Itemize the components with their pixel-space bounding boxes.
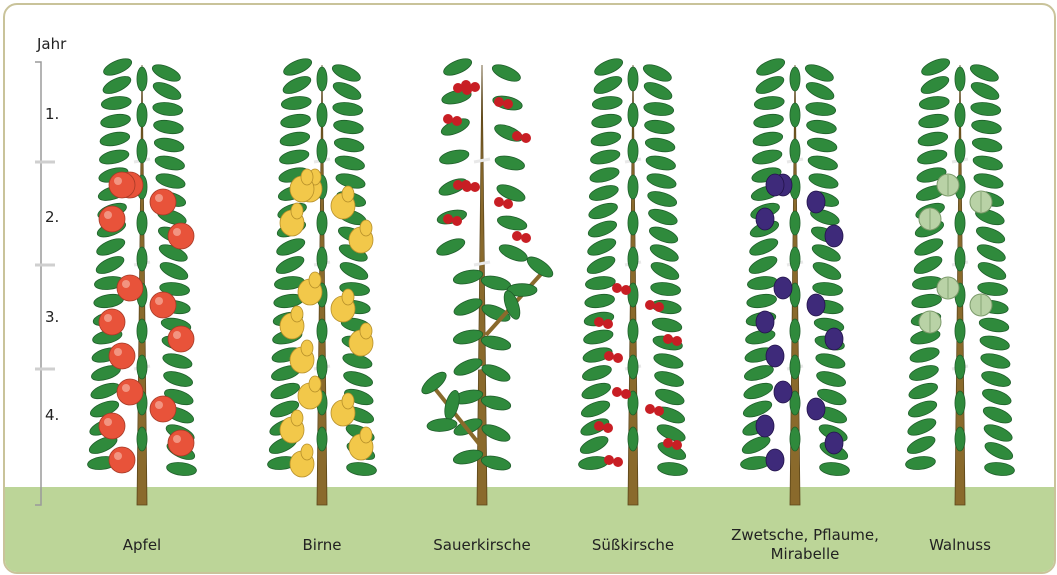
year-label-2: 2. — [45, 208, 59, 226]
year-label-1: 1. — [45, 105, 59, 123]
trees-illustration — [5, 5, 1054, 572]
tree-label-zwetsche: Zwetsche, Pflaume, Mirabelle — [725, 526, 885, 564]
tree-pear — [267, 55, 377, 505]
year-bracket — [35, 62, 55, 505]
tree-label-birne: Birne — [242, 536, 402, 555]
diagram-frame: Jahr 1. 2. 3. 4. Apfel Birne Sauerkirsch… — [3, 3, 1056, 574]
tree-label-walnuss: Walnuss — [880, 536, 1040, 555]
tree-apple — [87, 55, 197, 505]
tree-sour-cherry — [418, 55, 555, 505]
tree-label-apfel: Apfel — [62, 536, 222, 555]
tree-label-suesskirsche: Süßkirsche — [553, 536, 713, 555]
tree-plum — [740, 55, 850, 505]
tree-sweet-cherry — [578, 55, 688, 505]
year-label-4: 4. — [45, 406, 59, 424]
tree-walnut — [905, 55, 1015, 505]
year-axis-title: Jahr — [37, 35, 66, 53]
year-label-3: 3. — [45, 308, 59, 326]
tree-label-sauerkirsche: Sauerkirsche — [402, 536, 562, 555]
